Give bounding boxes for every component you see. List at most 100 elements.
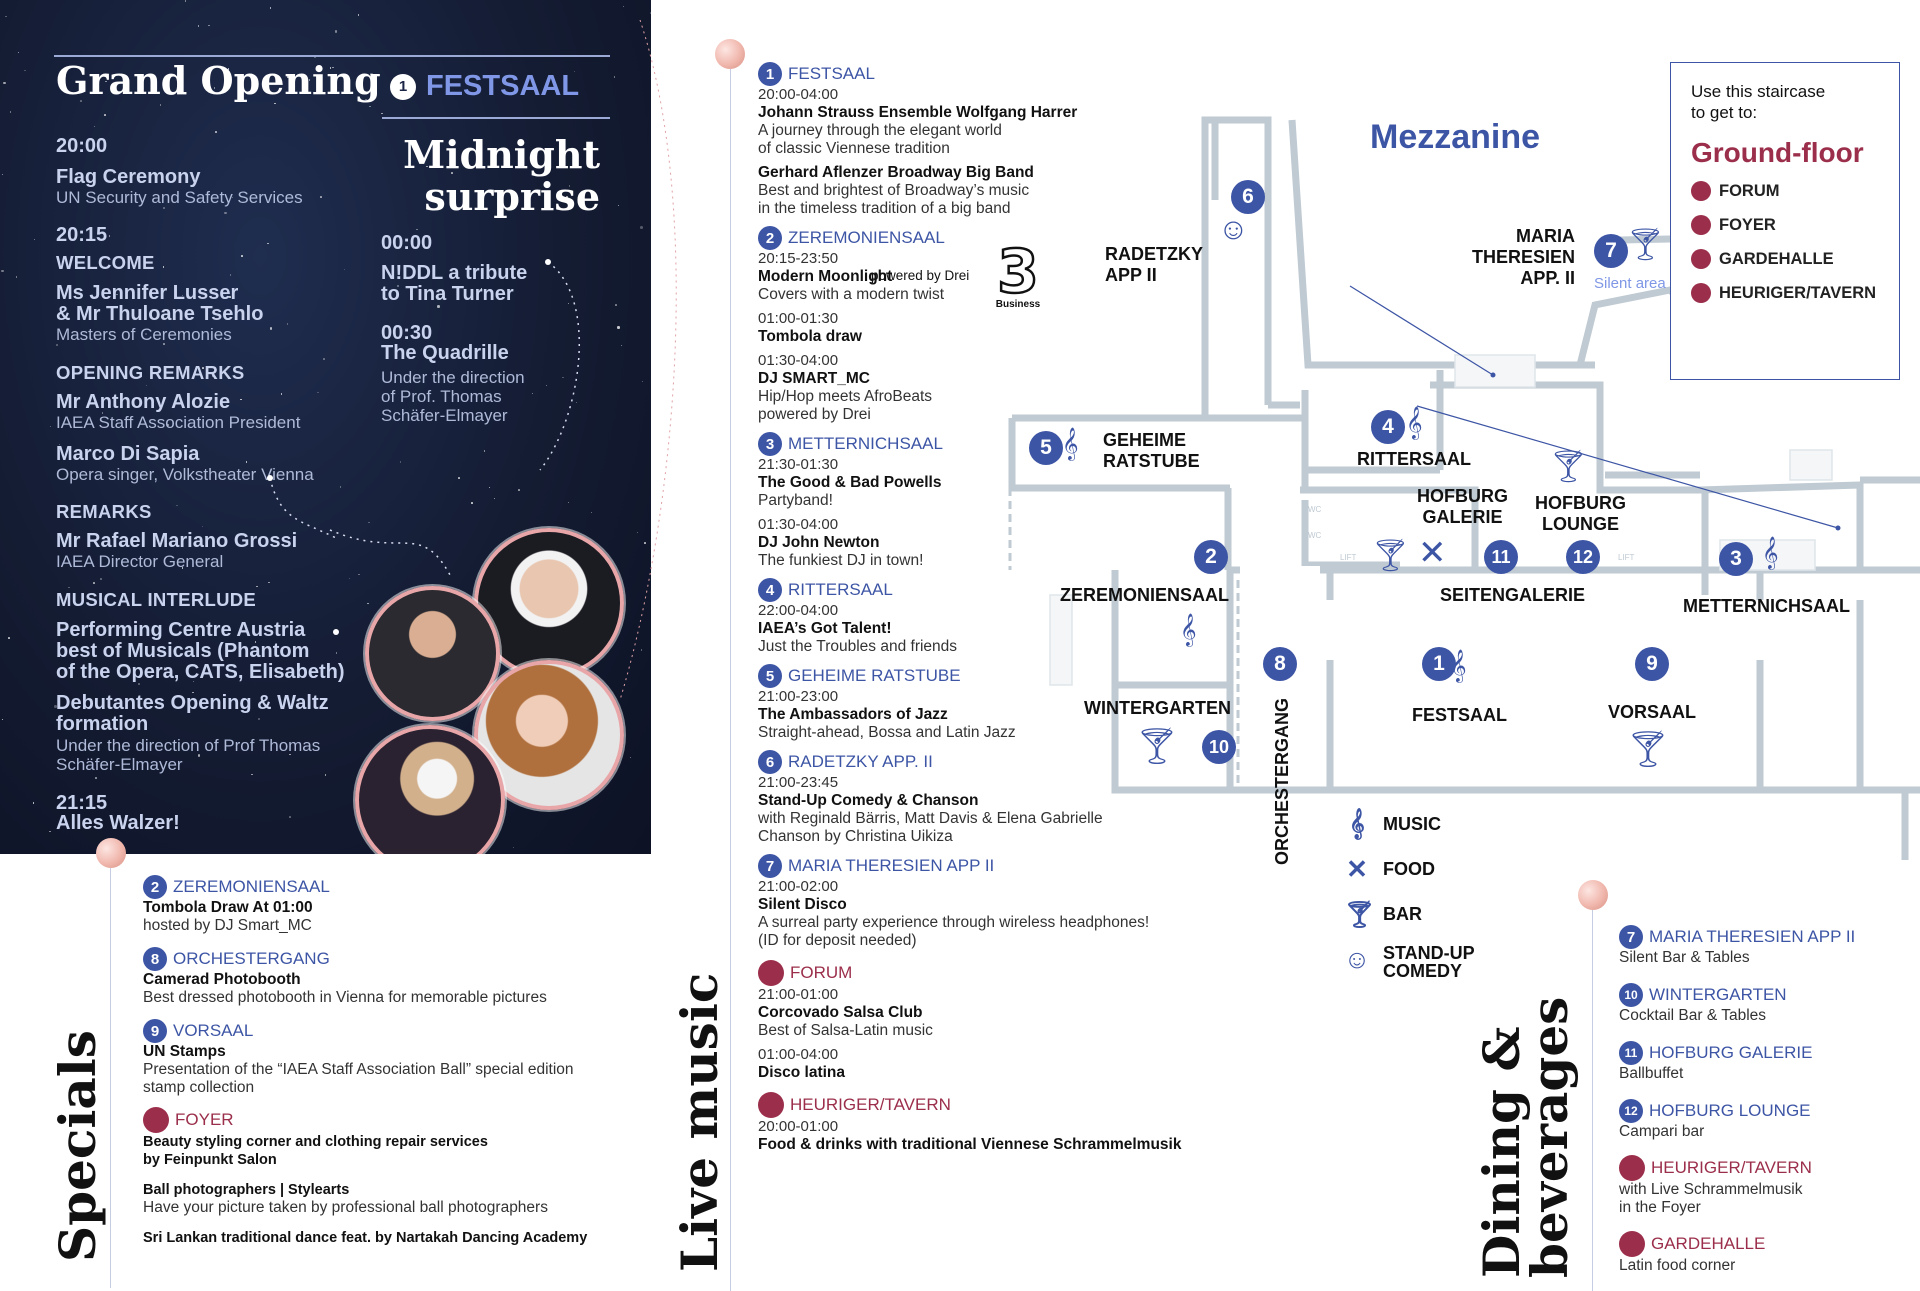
ground-floor-dot [1691, 249, 1711, 269]
star-dot [101, 412, 104, 414]
map-legend: 𝄞MUSIC ✕FOOD 🍸︎BAR ☺STAND-UP COMEDY [1343, 808, 1475, 980]
star-dot [167, 424, 169, 426]
staircase-box: Use this staircase to get to: Ground-flo… [1670, 62, 1900, 380]
speaker-sub: Opera singer, Volkstheater Vienna [56, 465, 314, 484]
room-geheime: GEHEIME RATSTUBE [1103, 430, 1200, 471]
speaker-name: Mr Rafael Mariano Grossi [56, 530, 298, 552]
venue-badge: 2 [143, 875, 167, 899]
dancers-photo [355, 725, 505, 854]
star-dot [518, 489, 520, 491]
star-dot [181, 294, 184, 297]
star-dot [104, 114, 106, 116]
star-dot [215, 131, 217, 133]
map-venue-badge: 1 [1422, 647, 1456, 681]
star-dot [573, 70, 576, 73]
map-venue-badge: 7 [1594, 234, 1628, 268]
star-dot [1, 718, 4, 721]
star-dot [159, 104, 162, 106]
grand-opening-title: Grand Opening [56, 58, 381, 103]
star-dot [480, 288, 483, 290]
music-desc: Just the Troubles and friends [758, 638, 958, 655]
star-dot [145, 333, 147, 335]
venue-name: METTERNICHSAAL [788, 434, 943, 453]
venue-name: HOFBURG GALERIE [1649, 1043, 1813, 1062]
ground-floor-dot [758, 1092, 784, 1118]
star-dot [3, 81, 6, 85]
star-dot [428, 198, 430, 201]
star-dot [267, 242, 269, 245]
music-act: Disco latina [758, 1064, 845, 1081]
music-time: 20:00-01:00 [758, 1118, 839, 1135]
star-dot [308, 79, 311, 81]
dining-desc: Campari bar [1619, 1123, 1705, 1140]
star-dot [568, 185, 571, 187]
star-dot [68, 586, 70, 589]
venue-badge: 4 [758, 578, 782, 602]
venue-badge: 1 [758, 62, 782, 86]
time-20-15: 20:15 [56, 224, 108, 246]
room-hofburg-lounge: HOFBURG LOUNGE [1535, 493, 1626, 534]
star-dot [286, 323, 289, 325]
star-dot [488, 486, 491, 489]
room-wintergarten: WINTERGARTEN [1084, 698, 1231, 718]
special-desc: Best dressed photobooth in Vienna for me… [143, 989, 547, 1006]
star-dot [566, 196, 568, 198]
music-desc: of classic Viennese tradition [758, 140, 950, 157]
venue-badge: 9 [143, 1019, 167, 1043]
dining-desc: Ballbuffet [1619, 1065, 1684, 1082]
star-dot [240, 398, 242, 401]
star-dot [567, 501, 570, 504]
venue-name: FORUM [790, 963, 853, 982]
star-dot [640, 226, 643, 229]
venue-name: HEURIGER/TAVERN [1651, 1158, 1812, 1177]
flag-ceremony: Flag Ceremony [56, 166, 201, 188]
music-act: Johann Strauss Ensemble Wolfgang Harrer [758, 104, 1078, 121]
map-venue-badge: 3 [1719, 542, 1753, 576]
star-dot [320, 196, 322, 198]
time-00-30: 00:30 [381, 322, 433, 344]
star-dot [224, 211, 227, 215]
star-dot [100, 578, 102, 580]
star-dot [229, 296, 231, 298]
star-dot [181, 567, 184, 569]
ground-floor-dot [143, 1107, 169, 1133]
star-dot [163, 667, 166, 669]
star-dot [24, 69, 26, 72]
legend-label: FOOD [1383, 859, 1435, 879]
cocktail-icon: 🍸︎ [1625, 728, 1671, 769]
venue-badge: 11 [1619, 1041, 1643, 1065]
music-act: DJ SMART_MC [758, 370, 870, 387]
star-dot [430, 419, 432, 422]
star-dot [636, 531, 639, 534]
panel-decoration [267, 19, 677, 701]
venue-badge: 2 [758, 226, 782, 250]
venue-name: WINTERGARTEN [1649, 985, 1787, 1004]
flag-ceremony-sub: UN Security and Safety Services [56, 188, 303, 207]
star-dot [49, 425, 52, 428]
ground-floor-dot [1619, 1155, 1645, 1181]
map-title: Mezzanine [1370, 118, 1541, 156]
ground-floor-dot [1619, 1231, 1645, 1257]
special-desc: hosted by DJ Smart_MC [143, 917, 312, 934]
star-dot [33, 238, 36, 241]
star-dot [201, 525, 204, 528]
music-desc: powered by Drei [758, 406, 871, 423]
star-dot [138, 683, 140, 685]
interlude-heading: MUSICAL INTERLUDE [56, 589, 257, 610]
staircase-title: Ground-floor [1691, 137, 1864, 168]
live-music-title: Live music [670, 972, 729, 1272]
special-title: Ball photographers | Stylearts [143, 1182, 350, 1198]
music-time: 20:00-04:00 [758, 86, 839, 103]
star-dot [227, 68, 230, 70]
star-dot [108, 235, 111, 237]
staircase-item: GARDEHALLE [1691, 249, 1879, 269]
star-dot [343, 268, 346, 271]
star-dot [483, 450, 486, 452]
star-dot [231, 196, 234, 199]
dining-venue: HEURIGER/TAVERN [1619, 1155, 1909, 1181]
legend-item: ☺STAND-UP COMEDY [1343, 944, 1475, 980]
